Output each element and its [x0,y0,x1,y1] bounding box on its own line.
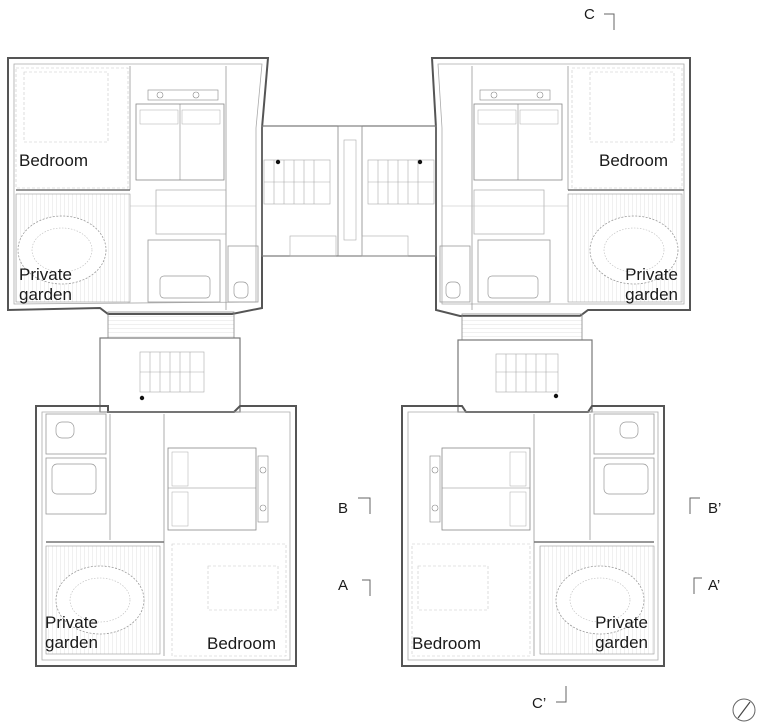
section-mark-c: C [584,6,595,23]
label-private: Private [19,265,72,284]
label-bedroom-bottom-right: Bedroom [412,634,481,653]
section-mark-b-prime: B’ [708,500,722,517]
label-garden: garden [45,633,98,652]
label-private: Private [595,613,648,632]
top-central-link [261,125,437,257]
label-bedroom-top-left: Bedroom [19,151,88,170]
label-private-garden-top-left: Private garden [19,265,72,305]
section-markers [358,13,702,703]
label-private: Private [625,265,678,284]
unit-top-left [7,57,270,315]
bedroom-floor [15,67,129,189]
stair-right [367,159,435,205]
unit-outline [35,405,297,667]
section-mark-a: A [338,577,349,594]
stair-left [263,159,331,205]
label-garden: garden [595,633,648,652]
label-garden: garden [19,285,72,304]
label-private-garden-bottom-right: Private garden [582,613,648,653]
unit-bottom-right [401,405,665,667]
unit-bottom-left [35,405,297,667]
right-link [457,313,593,413]
unit-top-right [430,57,691,317]
label-private: Private [45,613,98,632]
bed [441,447,531,531]
label-bedroom-bottom-left: Bedroom [207,634,276,653]
label-garden: garden [625,285,678,304]
bed [167,447,257,531]
section-mark-b: B [338,500,349,517]
label-bedroom-top-right: Bedroom [599,151,668,170]
label-private-garden-top-right: Private garden [612,265,678,305]
label-private-garden-bottom-left: Private garden [45,613,98,653]
section-mark-c-prime: C’ [532,695,547,712]
unit-outline [401,405,665,667]
north-arrow-icon [732,698,756,722]
section-mark-a-prime: A’ [708,577,721,594]
left-link [99,311,241,413]
